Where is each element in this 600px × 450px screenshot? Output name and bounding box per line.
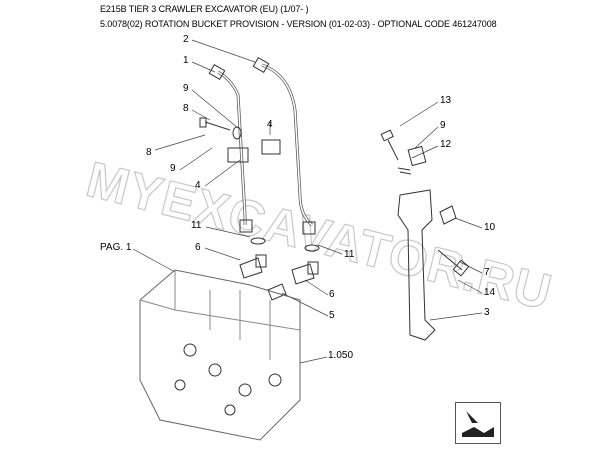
next-page-button[interactable] — [455, 402, 501, 444]
callout-14: 14 — [484, 287, 496, 298]
callout-7: 7 — [484, 267, 490, 278]
callout-3: 3 — [484, 307, 490, 318]
callout-5: 5 — [329, 310, 335, 321]
diagram-title: E215B TIER 3 CRAWLER EXCAVATOR (EU) (1/0… — [100, 4, 309, 14]
callout-1050: 1.050 — [328, 350, 354, 361]
callout-12: 12 — [440, 139, 452, 150]
callout-13: 13 — [440, 95, 452, 106]
callout-6: 6 — [329, 289, 335, 300]
callout-9: 9 — [170, 163, 176, 174]
callout-9: 9 — [440, 120, 446, 131]
callout-11: 11 — [344, 249, 355, 260]
callout-8: 8 — [183, 103, 189, 114]
callout-10: 10 — [484, 222, 496, 233]
callout-8: 8 — [146, 147, 152, 158]
callout-2: 2 — [183, 34, 189, 45]
next-page-icon — [462, 411, 494, 437]
callout-6: 6 — [195, 242, 201, 253]
callout-9: 9 — [183, 83, 189, 94]
callout-4: 4 — [195, 180, 201, 191]
callout-11: 11 — [191, 220, 202, 231]
page-reference-link[interactable]: PAG. 1 — [100, 242, 132, 253]
callout-4: 4 — [267, 119, 273, 130]
diagram-subtitle: 5.0078(02) ROTATION BUCKET PROVISION - V… — [100, 19, 497, 29]
callout-1: 1 — [183, 55, 189, 66]
